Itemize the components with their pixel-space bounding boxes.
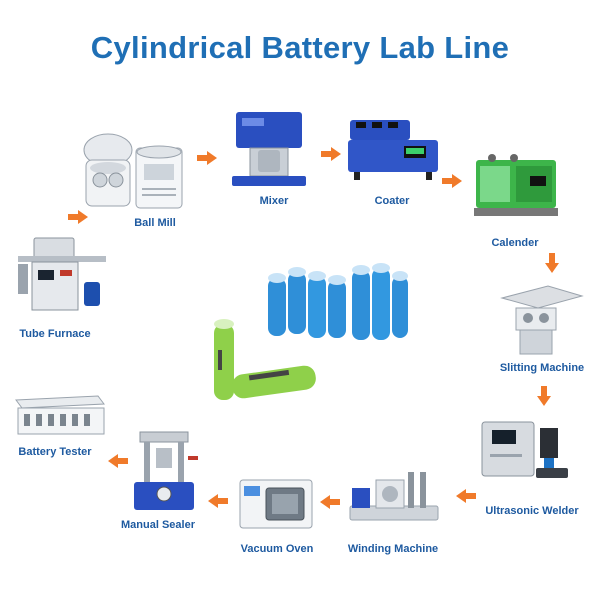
blue-cell-bundle [268,263,408,340]
ball-mill-image [78,128,190,214]
ultrasonic-welder-image [478,414,574,490]
arrow-icon [456,489,476,503]
mixer-label: Mixer [259,195,289,207]
calender-image [470,152,562,222]
battery-tester-image [12,394,108,440]
arrow-icon [442,174,462,188]
vacuum-oven-label: Vacuum Oven [240,543,314,555]
vacuum-oven-image [236,476,316,532]
ultrasonic-welder-label: Ultrasonic Welder [485,505,579,517]
arrow-icon [545,253,559,273]
winding-machine-label: Winding Machine [347,543,439,555]
coater-image [346,116,442,184]
battery-tester-label: Battery Tester [18,446,92,458]
manual-sealer-label: Manual Sealer [121,519,195,531]
slitting-machine-image [498,278,586,358]
slitting-machine-label: Slitting Machine [499,362,585,374]
tube-furnace-label: Tube Furnace [19,328,91,340]
manual-sealer-image [130,428,198,514]
ball-mill-label: Ball Mill [134,217,176,229]
arrow-icon [108,454,128,468]
arrow-icon [208,494,228,508]
coater-label: Coater [374,195,410,207]
arrow-icon [537,386,551,406]
arrow-icon [68,210,88,224]
mixer-image [228,108,310,190]
page-title: Cylindrical Battery Lab Line [90,30,510,65]
cylindrical-cells-image [206,258,416,414]
green-cells [214,319,316,400]
winding-machine-image [346,466,442,528]
arrow-icon [321,147,341,161]
calender-label: Calender [491,237,539,249]
tube-furnace-image [14,234,110,320]
arrow-icon [320,495,340,509]
arrow-icon [197,151,217,165]
